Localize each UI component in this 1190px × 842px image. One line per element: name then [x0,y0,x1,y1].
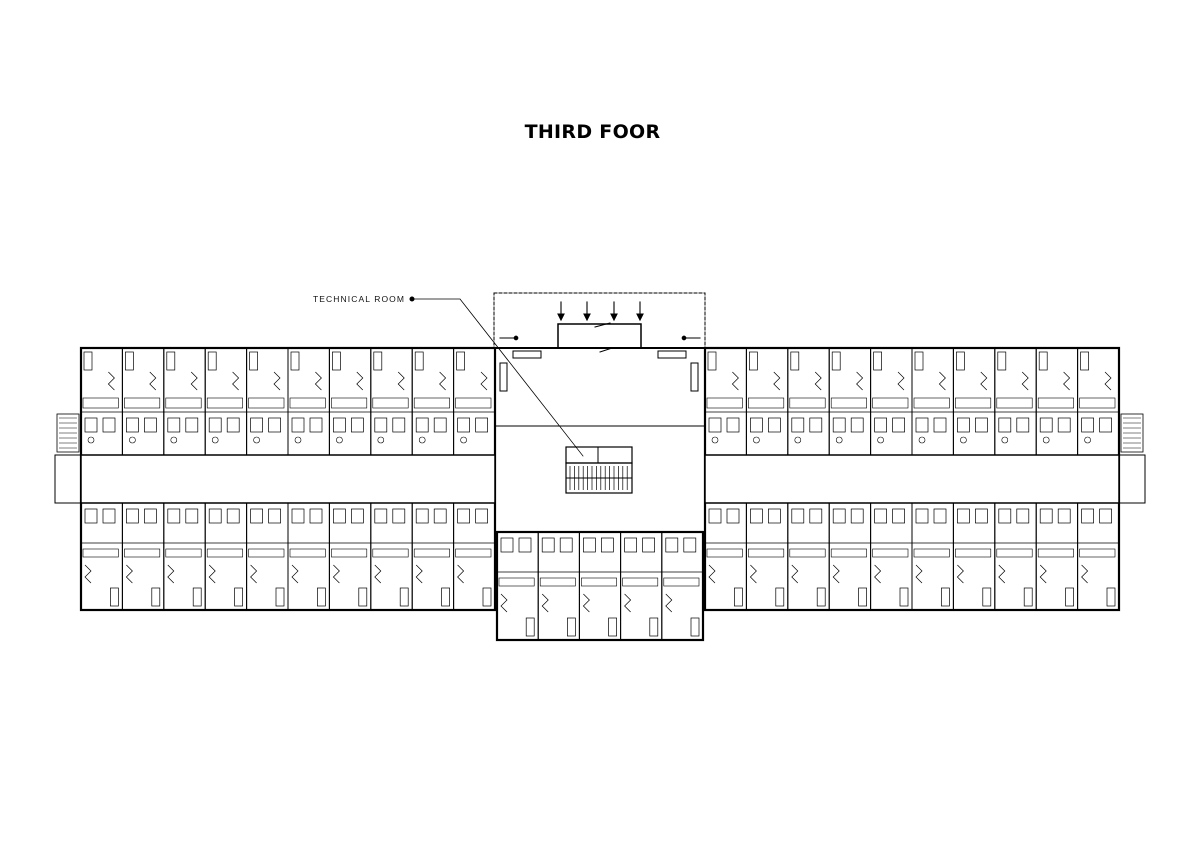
room-module [828,347,872,456]
room-module [1077,347,1120,456]
room-module [453,347,496,456]
room-module [1035,502,1079,611]
room-module [453,502,496,611]
room-module [704,347,747,456]
page-title: THIRD FOOR [524,121,661,143]
room-module [704,502,747,611]
room-module [370,347,413,456]
room-module [204,347,248,456]
stair-left [54,454,82,504]
room-module [911,347,954,456]
room-module [246,347,289,456]
room-module [121,347,165,456]
room-module [370,502,413,611]
technical-room [565,446,633,464]
room-module [328,502,372,611]
room-module [204,502,248,611]
room-module [328,347,372,456]
room-module [246,502,289,611]
room-module [163,347,206,456]
room-module [411,502,455,611]
room-module [787,347,830,456]
room-module [994,347,1037,456]
room-module [287,347,330,456]
room-module [80,502,123,611]
room-module [411,347,455,456]
entrance-vestibule [557,323,642,349]
corridor-left [80,454,496,504]
room-module [787,502,830,611]
room-module [952,347,996,456]
room-module [870,347,913,456]
room-module [1077,502,1120,611]
technical-room-label: TECHNICAL ROOM [313,294,406,304]
room-module [828,502,872,611]
room-module [121,502,165,611]
corridor-right [704,454,1120,504]
room-module [911,502,954,611]
room-module [661,531,704,641]
room-module [994,502,1037,611]
room-module [163,502,206,611]
room-module [80,347,123,456]
room-module [1035,347,1079,456]
room-module [287,502,330,611]
stair-right [1118,454,1146,504]
room-module [870,502,913,611]
room-module [745,502,789,611]
entrance-canopy [493,292,706,349]
room-module [745,347,789,456]
central-block [494,347,706,533]
room-module [952,502,996,611]
